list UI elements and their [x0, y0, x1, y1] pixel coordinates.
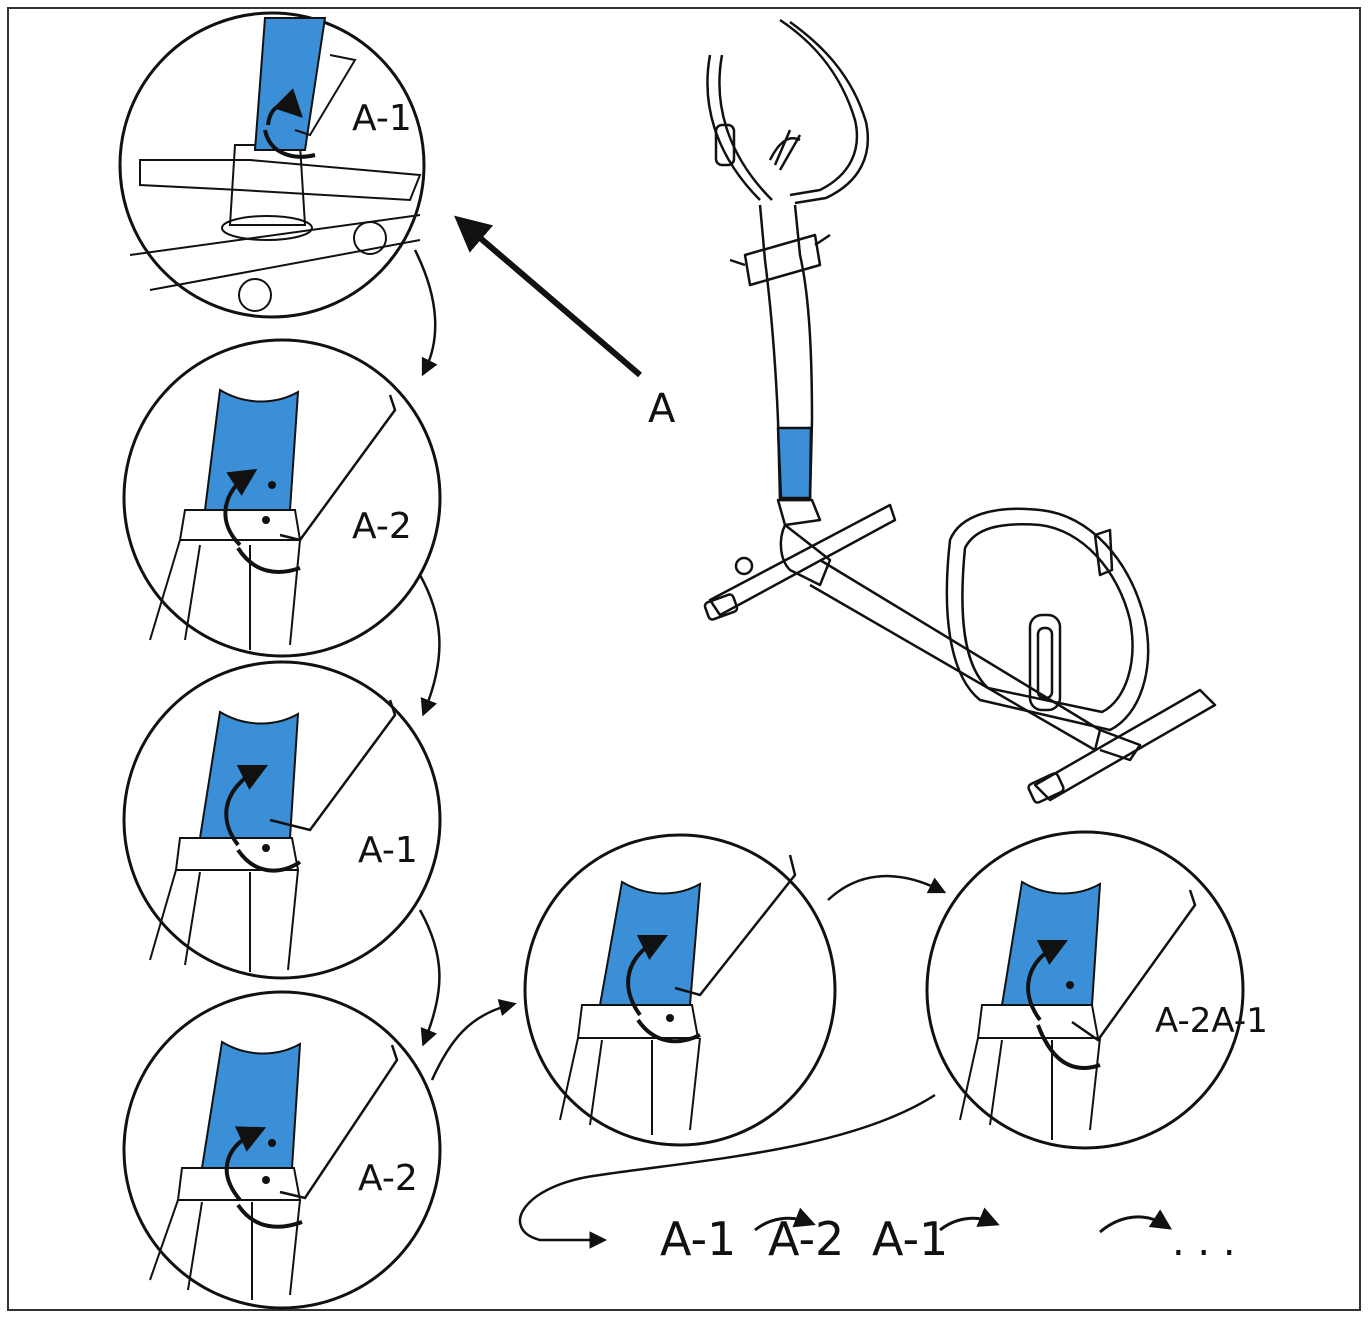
- sequence-step-2: A-2: [768, 1212, 844, 1266]
- detail-label-6: A-2A-1: [1155, 1001, 1268, 1041]
- detail-label-3: A-1: [358, 830, 418, 871]
- sequence-step-1: A-1: [660, 1212, 736, 1266]
- flow-arrow-1: [413, 249, 438, 377]
- detail-label-2: A-2: [352, 506, 412, 547]
- flow-arrow-4: [430, 999, 517, 1081]
- flow-arrow-2: [418, 574, 441, 717]
- sequence-arrow-1: [754, 1207, 816, 1232]
- sequence-arrow-3: [1099, 1209, 1173, 1234]
- sequence-arrow-2: [939, 1207, 1000, 1232]
- detail-label-1: A-1: [352, 98, 412, 139]
- callout-pointer: [454, 215, 642, 378]
- callout-label: A: [648, 386, 676, 432]
- detail-circle-2: A-2: [122, 338, 442, 658]
- flow-arrow-3: [418, 909, 441, 1047]
- detail-circle-3: A-1: [122, 660, 442, 980]
- detail-circle-6: A-2A-1: [925, 830, 1268, 1150]
- flow-arrow-5: [827, 874, 947, 901]
- detail-circle-4: A-2: [122, 990, 442, 1310]
- detail-label-4: A-2: [358, 1158, 418, 1199]
- sequence-step-3: A-1: [872, 1212, 948, 1266]
- flow-arrow-return: [518, 1093, 936, 1249]
- detail-circle-1: A-1: [118, 11, 426, 319]
- sequence-ellipsis: . . .: [1172, 1219, 1236, 1265]
- page-frame: [7, 7, 1361, 1311]
- detail-circle-5: [523, 833, 837, 1147]
- tightening-sequence: A-1 A-2 A-1 . . .: [660, 1207, 1236, 1266]
- elliptical-trainer-illustration: [703, 18, 1217, 804]
